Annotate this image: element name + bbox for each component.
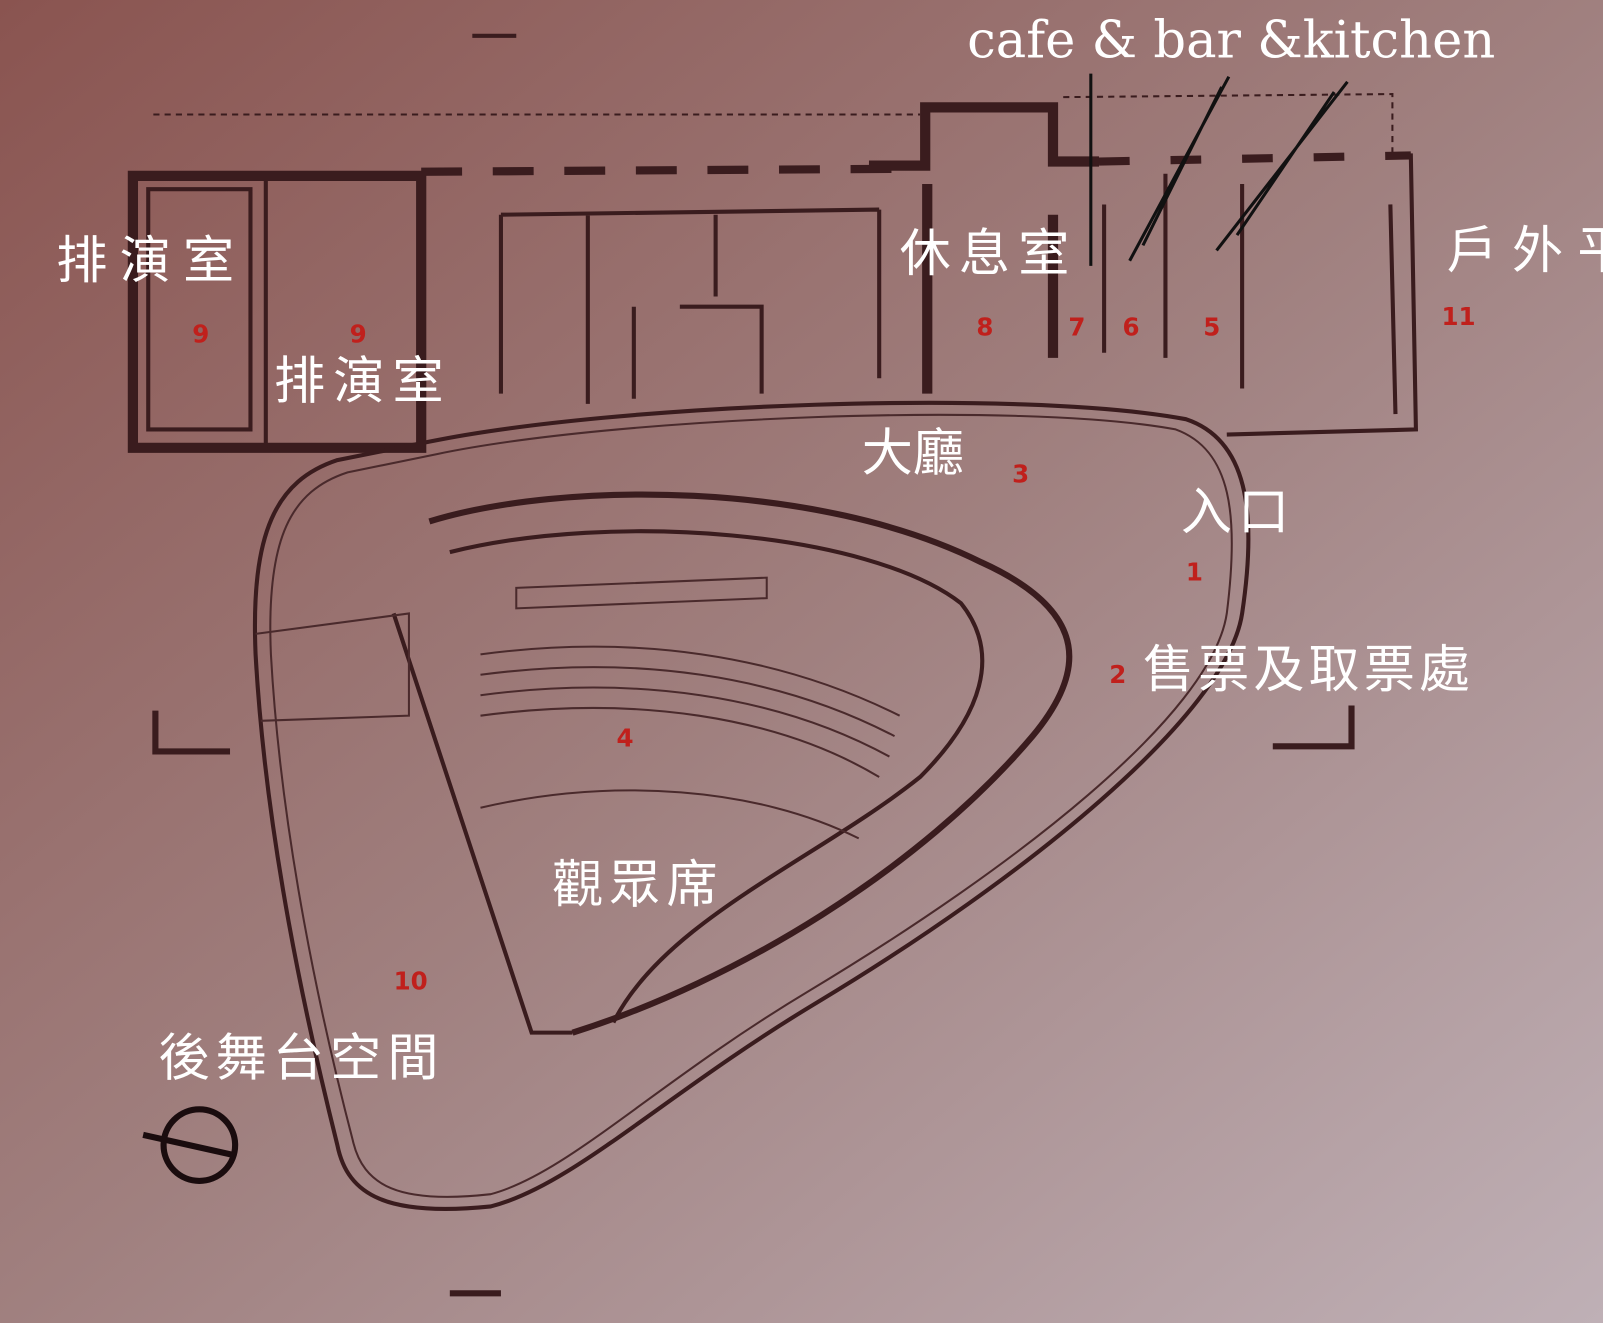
lobby-label: 大廳 <box>862 424 964 483</box>
ticket-office-label: 售票及取票處 <box>1143 641 1474 700</box>
room-number-4: 4 <box>616 723 633 752</box>
room-number-1: 1 <box>1186 558 1203 587</box>
section-markers <box>152 33 1355 1297</box>
cafe-bar-kitchen-label: cafe & bar &kitchen <box>967 11 1495 70</box>
auditorium-walls <box>252 400 1251 1211</box>
annotation-strokes <box>1089 73 1349 266</box>
room-number-3: 3 <box>1012 460 1029 489</box>
room-number-10: 10 <box>394 967 428 996</box>
lounge-label: 休息室 <box>900 225 1078 284</box>
room-number-2: 2 <box>1109 660 1126 689</box>
room-number-5: 5 <box>1203 312 1220 341</box>
north-wing-walls <box>127 93 1418 453</box>
room-number-9b: 9 <box>350 320 367 349</box>
room-number-7: 7 <box>1068 312 1085 341</box>
room-number-9a: 9 <box>192 320 209 349</box>
room-number-6: 6 <box>1123 312 1140 341</box>
outdoor-terrace-label: 戶外平 <box>1447 222 1603 281</box>
rehearsal-room-label-1: 排演室 <box>56 232 246 291</box>
entrance-label: 入口 <box>1181 484 1295 543</box>
room-number-11: 11 <box>1441 302 1475 331</box>
room-number-8: 8 <box>976 312 993 341</box>
rehearsal-room-label-2: 排演室 <box>274 353 452 412</box>
audience-seating-label: 觀眾席 <box>552 856 724 915</box>
north-arrow-icon <box>142 1106 239 1184</box>
backstage-label: 後舞台空間 <box>158 1030 444 1089</box>
